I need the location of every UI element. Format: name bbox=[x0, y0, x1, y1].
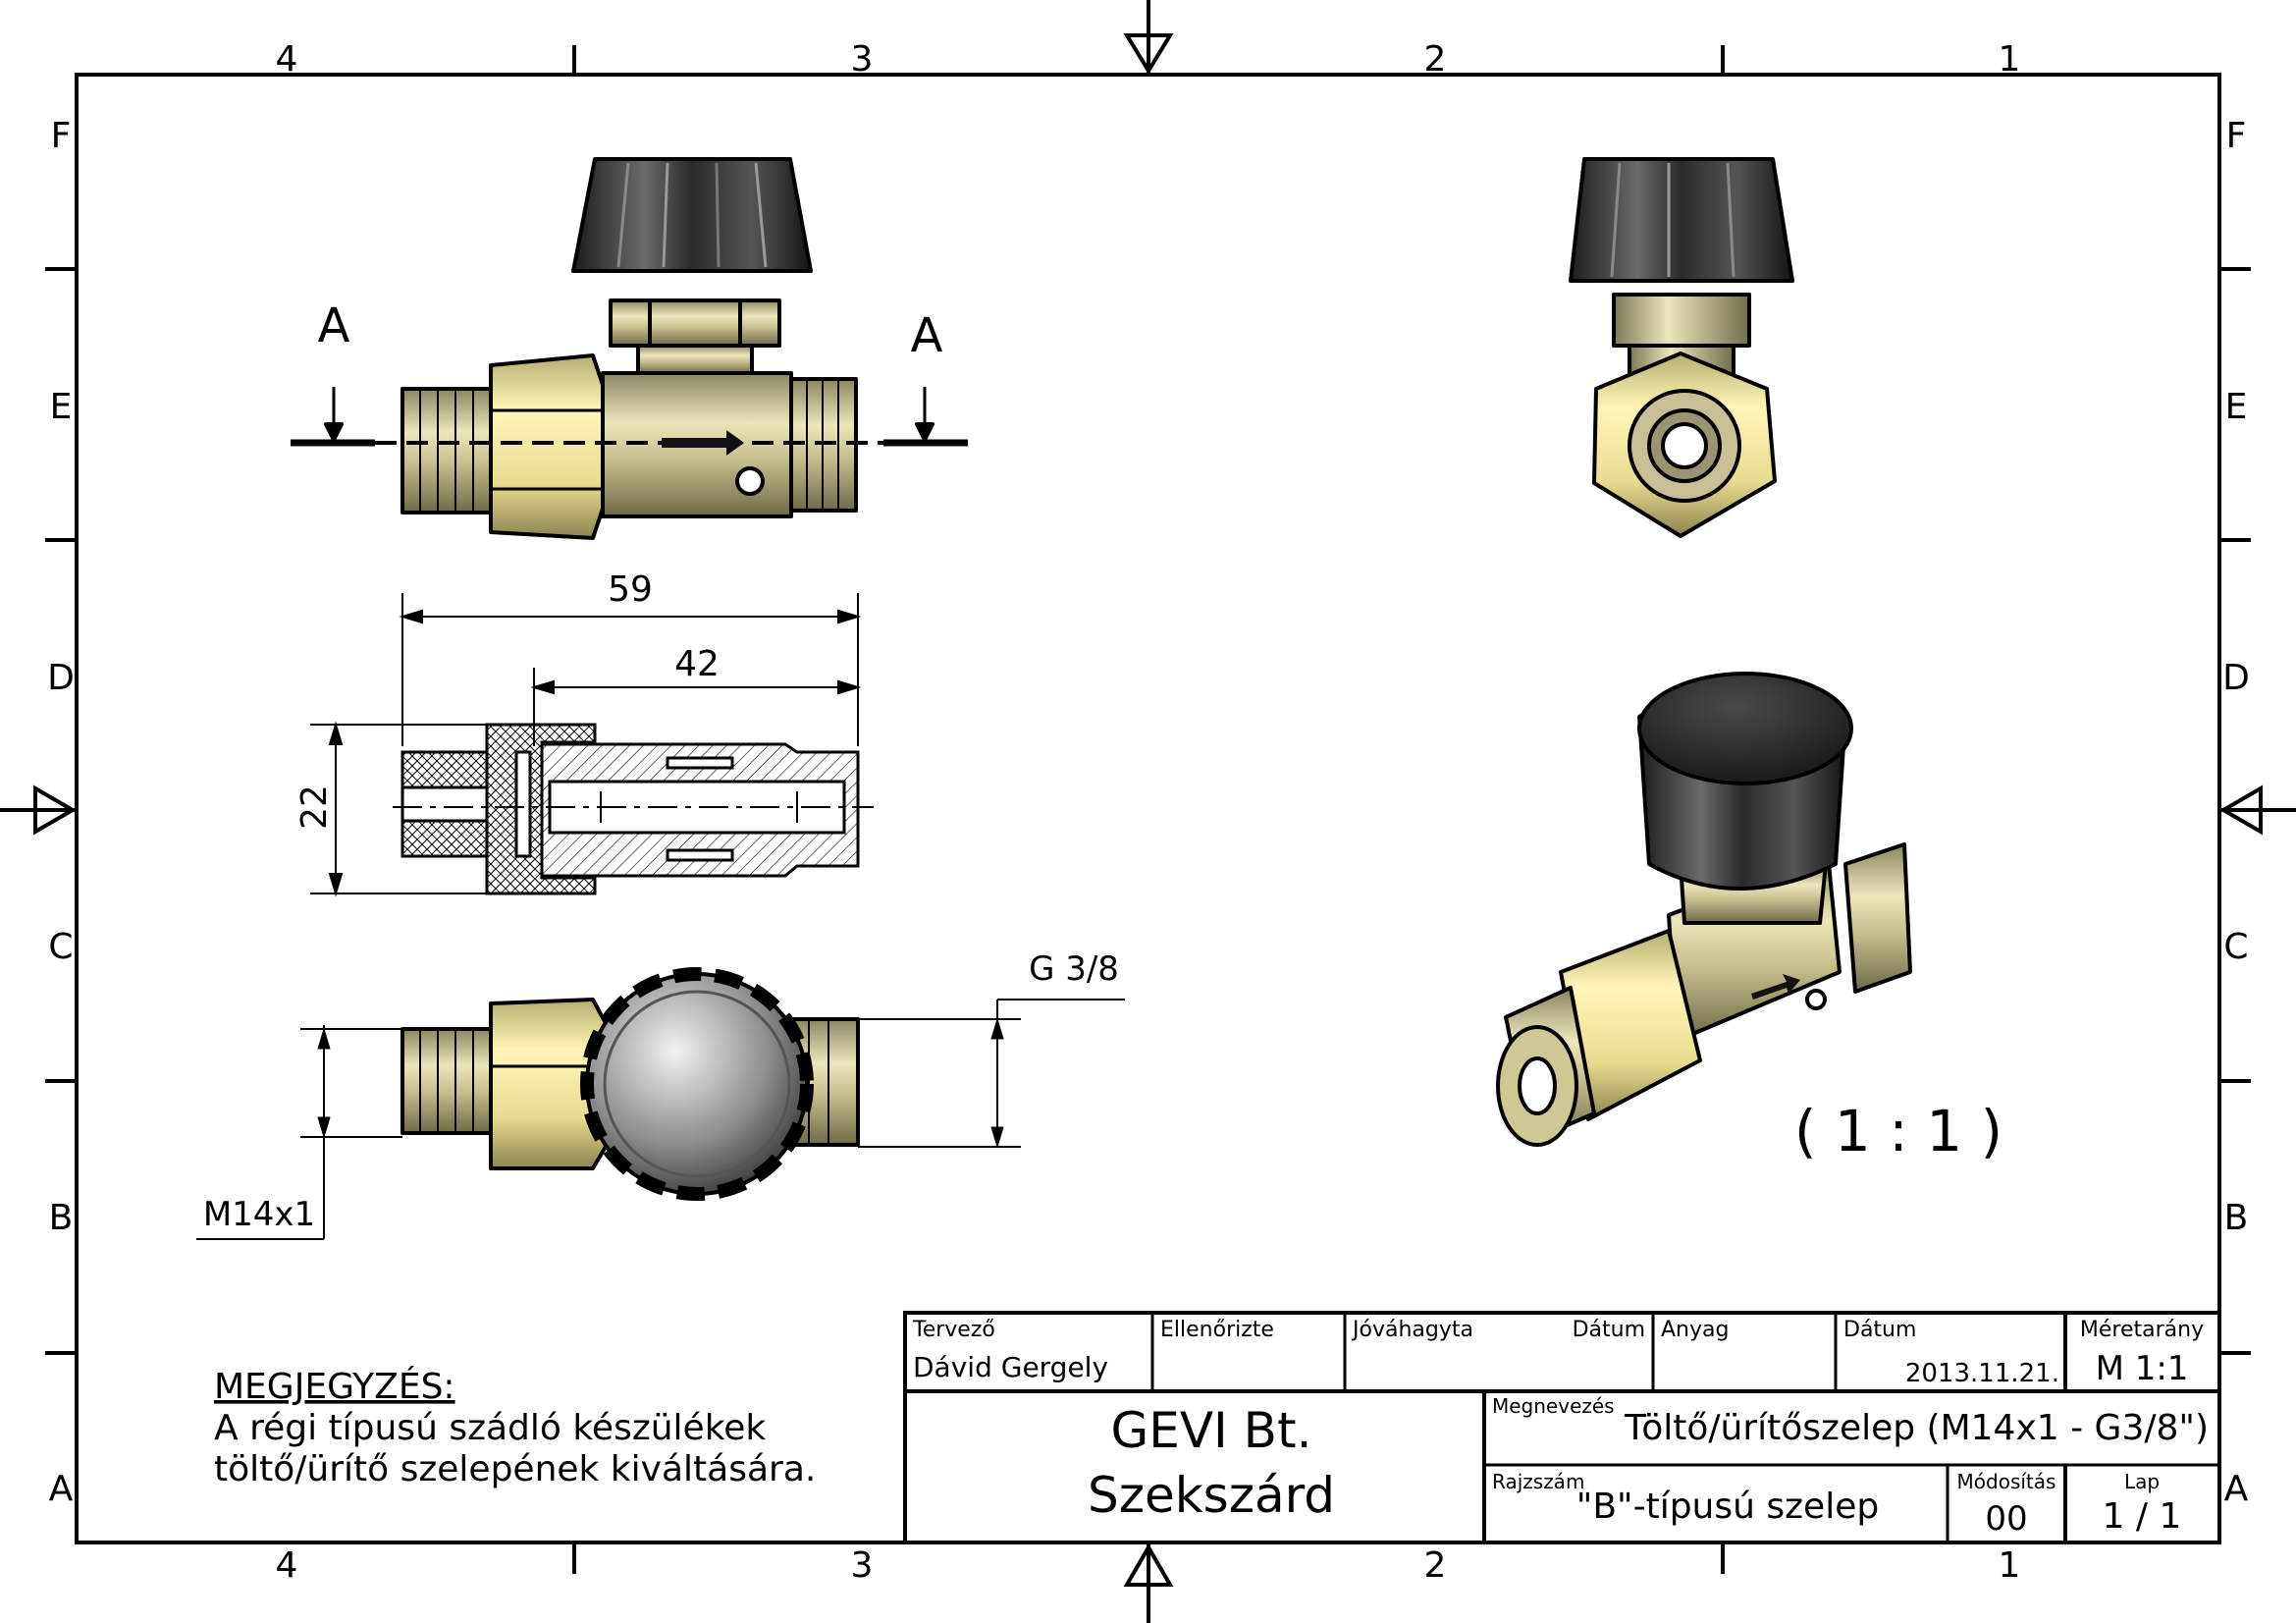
drawing-number: "B"-típusú szelep bbox=[1576, 1487, 1879, 1527]
zone-labels: 4 3 2 1 4 3 2 1 F E D C B A F E D C B A bbox=[47, 39, 2250, 1586]
title-block bbox=[903, 1311, 2221, 1544]
zone-right-E: E bbox=[2225, 387, 2248, 427]
sheet-value: 1 / 1 bbox=[2103, 1496, 2182, 1537]
dimensions bbox=[310, 593, 862, 897]
thread-label-g38: G 3/8 bbox=[1029, 949, 1119, 989]
centering-arrow-left bbox=[0, 784, 77, 836]
zone-bottom-1: 1 bbox=[1999, 1545, 2021, 1586]
date-label-approved: Dátum bbox=[1573, 1318, 1645, 1342]
centering-arrow-right bbox=[2219, 784, 2296, 836]
company-city: Szekszárd bbox=[1088, 1467, 1335, 1524]
dimension-22: 22 bbox=[294, 784, 335, 830]
zone-bottom-2: 2 bbox=[1424, 1545, 1447, 1586]
section-label-right: A bbox=[911, 308, 943, 363]
zone-top-2: 2 bbox=[1424, 39, 1447, 80]
revision-label: Módosítás bbox=[1957, 1470, 2056, 1493]
zone-right-A: A bbox=[2224, 1469, 2249, 1509]
centering-arrow-bottom bbox=[1123, 1542, 1174, 1623]
zone-top-3: 3 bbox=[851, 39, 874, 80]
centering-arrow-top bbox=[1123, 0, 1174, 75]
approved-label: Jóváhagyta bbox=[1351, 1318, 1473, 1342]
zone-top-1: 1 bbox=[1999, 39, 2021, 80]
dimension-42: 42 bbox=[674, 644, 720, 684]
material-label: Anyag bbox=[1661, 1318, 1729, 1342]
note-heading: MEGJEGYZÉS: bbox=[214, 1366, 455, 1407]
zone-left-D: D bbox=[47, 658, 75, 698]
zone-left-F: F bbox=[51, 116, 72, 156]
zone-right-C: C bbox=[2223, 927, 2248, 967]
dimension-59: 59 bbox=[608, 569, 653, 610]
zone-top-4: 4 bbox=[276, 39, 298, 80]
date-label: Dátum bbox=[1843, 1318, 1916, 1342]
company-name: GEVI Bt. bbox=[1111, 1402, 1312, 1459]
zone-left-A: A bbox=[49, 1469, 74, 1509]
note-line-2: töltő/ürítő szelepének kiváltására. bbox=[214, 1449, 816, 1489]
scale-label: Méretarány bbox=[2080, 1318, 2204, 1342]
side-view bbox=[1569, 157, 1794, 538]
zone-left-E: E bbox=[50, 387, 73, 427]
sheet-label: Lap bbox=[2124, 1470, 2160, 1493]
designer-label: Tervező bbox=[912, 1318, 995, 1342]
zone-right-B: B bbox=[2224, 1198, 2249, 1238]
designer-name: Dávid Gergely bbox=[913, 1351, 1108, 1383]
zone-bottom-3: 3 bbox=[851, 1545, 874, 1586]
isometric-view bbox=[1496, 672, 1912, 1147]
part-name: Töltő/ürítőszelep (M14x1 - G3/8") bbox=[1624, 1408, 2209, 1448]
zone-left-C: C bbox=[48, 927, 73, 967]
name-label: Megnevezés bbox=[1492, 1394, 1615, 1418]
zone-bottom-4: 4 bbox=[276, 1545, 298, 1586]
zone-left-B: B bbox=[49, 1198, 74, 1238]
section-label-left: A bbox=[318, 298, 350, 353]
drawing-number-label: Rajzszám bbox=[1492, 1470, 1584, 1493]
section-view bbox=[393, 723, 874, 895]
date-value: 2013.11.21. bbox=[1905, 1359, 2059, 1388]
note-line-1: A régi típusú szádló készülékek bbox=[214, 1408, 766, 1448]
top-view bbox=[196, 967, 1125, 1240]
front-view bbox=[291, 157, 968, 540]
revision-value: 00 bbox=[1985, 1499, 2027, 1539]
thread-label-m14x1: M14x1 bbox=[203, 1195, 315, 1234]
checked-label: Ellenőrizte bbox=[1160, 1318, 1274, 1342]
scale-value: M 1:1 bbox=[2096, 1349, 2189, 1388]
zone-right-D: D bbox=[2222, 658, 2250, 698]
isometric-scale-label: ( 1 : 1 ) bbox=[1794, 1098, 2002, 1164]
zone-right-F: F bbox=[2226, 116, 2247, 156]
